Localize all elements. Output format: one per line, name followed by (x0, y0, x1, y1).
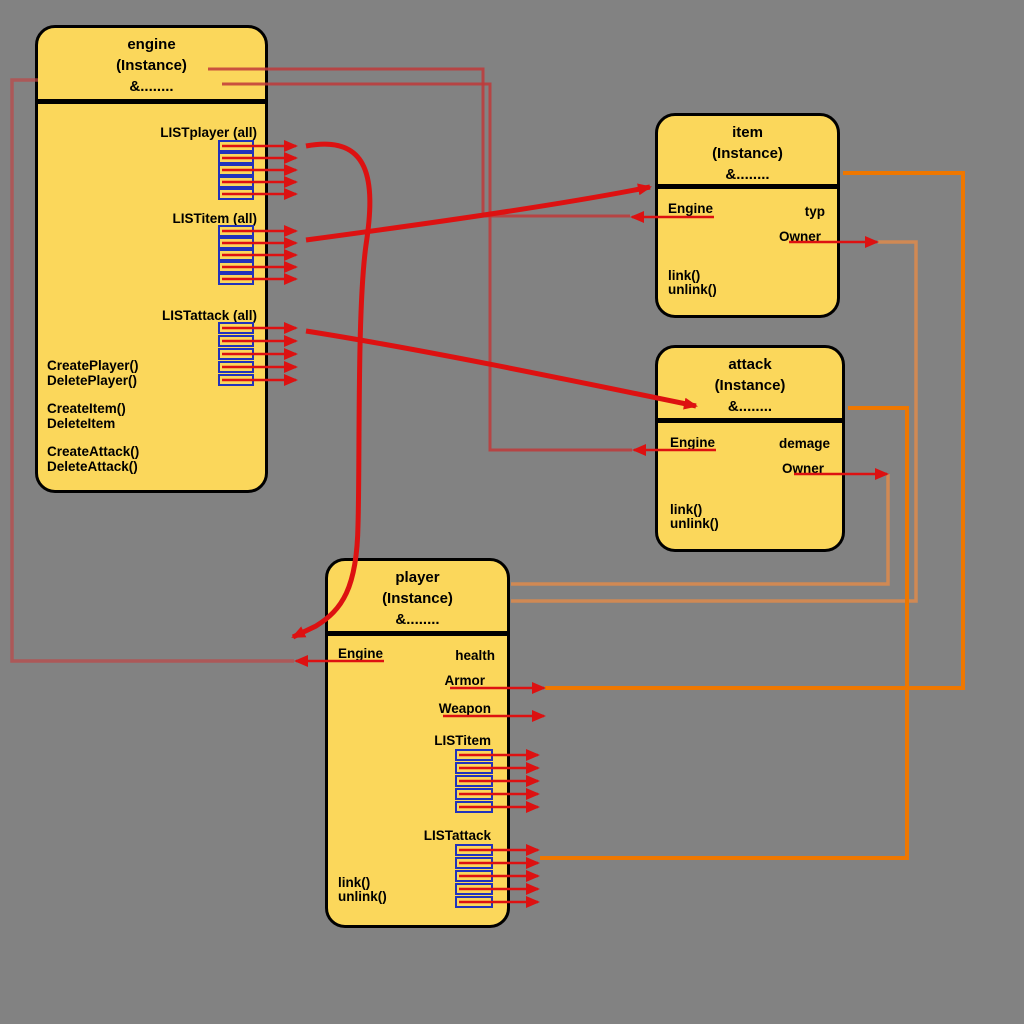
item-reference-label: &........ (725, 166, 770, 183)
engine-divider (38, 99, 265, 104)
connector-item-engine-to-engine (208, 67, 630, 218)
engine-method-createattack: CreateAttack() (47, 444, 140, 459)
engine-title: engine (127, 36, 176, 53)
attack-header: attack (Instance) &........ (658, 348, 842, 417)
attack-engine-field: Engine (670, 435, 716, 450)
engine-method-createitem: CreateItem() (47, 401, 126, 416)
player-weapon-field: Weapon (438, 701, 491, 716)
player-instance-label: (Instance) (382, 590, 453, 607)
item-engine-field: Engine (668, 201, 714, 216)
pointer-listitem-to-item (305, 183, 652, 243)
player-link-method: link() (338, 875, 371, 890)
engine-methods: CreatePlayer() DeletePlayer() CreateItem… (47, 358, 139, 487)
engine-method-deleteitem: DeleteItem (47, 416, 116, 431)
engine-instance-label: (Instance) (116, 57, 187, 74)
player-armor-field: Armor (444, 673, 485, 688)
engine-method-deleteplayer: DeletePlayer() (47, 373, 138, 388)
item-link-method: link() (668, 268, 701, 283)
item-instance-label: (Instance) (712, 145, 783, 162)
item-unlink-method: unlink() (668, 282, 717, 297)
engine-reference-label: &........ (129, 78, 174, 95)
engine-listitem-label: LISTitem (all) (172, 211, 257, 226)
player-header: player (Instance) &........ (328, 561, 507, 630)
attack-instance-box: attack (Instance) &........ Engine demag… (655, 345, 845, 552)
player-engine-field: Engine (338, 646, 384, 661)
item-typ-field: typ (804, 204, 825, 219)
engine-method-createplayer: CreatePlayer() (47, 358, 139, 373)
item-divider (658, 184, 837, 189)
attack-reference-label: &........ (727, 398, 773, 415)
item-header: item (Instance) &........ (658, 116, 837, 185)
player-instance-box: player (Instance) &........ Engine healt… (325, 558, 510, 928)
item-owner-field: Owner (778, 229, 821, 244)
engine-method-deleteattack: DeleteAttack() (47, 459, 138, 474)
player-listattack-label: LISTattack (423, 828, 491, 843)
player-divider (328, 631, 507, 636)
player-health-field: health (455, 648, 495, 663)
attack-demage-field: demage (778, 436, 830, 451)
attack-instance-label: (Instance) (714, 377, 786, 394)
engine-listattack-label: LISTattack (all) (161, 308, 257, 323)
item-instance-box: item (Instance) &........ Engine typ Own… (655, 113, 840, 318)
pointer-listattack-to-attack (305, 328, 698, 410)
player-reference-label: &........ (395, 611, 440, 628)
attack-title: attack (728, 356, 772, 373)
player-unlink-method: unlink() (338, 889, 387, 904)
attack-divider (658, 418, 842, 423)
attack-unlink-method: unlink() (670, 516, 719, 531)
attack-link-method: link() (670, 502, 703, 517)
item-title: item (732, 124, 763, 141)
attack-owner-field: Owner (781, 461, 824, 476)
connector-attack-engine-to-engine (222, 82, 632, 452)
engine-listplayer-label: LISTplayer (all) (160, 125, 257, 140)
player-title: player (395, 569, 440, 586)
engine-class-box: engine (Instance) &........ LISTplayer (… (35, 25, 268, 493)
engine-header: engine (Instance) &........ (38, 28, 265, 97)
player-listitem-label: LISTitem (434, 733, 491, 748)
